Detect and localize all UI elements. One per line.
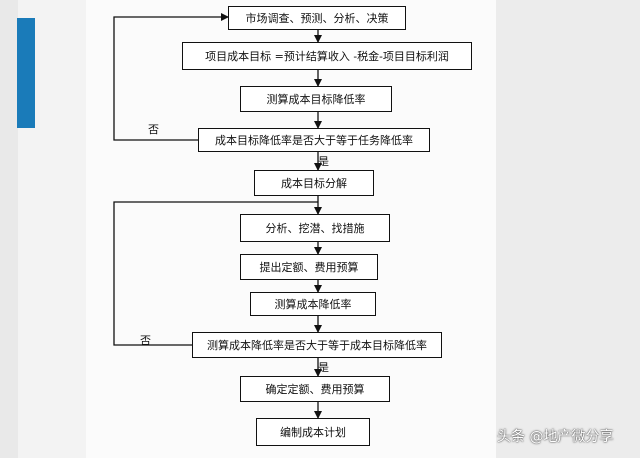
step-confirm-budget: 确定定额、费用预算 xyxy=(240,376,390,402)
left-background-band xyxy=(0,0,18,458)
blue-accent-bar xyxy=(17,18,35,128)
step-analysis-measures: 分析、挖潜、找措施 xyxy=(240,214,390,242)
step-quota-budget: 提出定额、费用预算 xyxy=(240,254,378,280)
step-market-research: 市场调查、预测、分析、决策 xyxy=(228,6,406,30)
step-calc-cost-reduction: 测算成本降低率 xyxy=(250,292,376,316)
yes-label-2: 是 xyxy=(318,361,329,374)
loop-no-2 xyxy=(113,201,318,346)
step-project-cost-target: 项目成本目标 =预计结算收入 -税金-项目目标利润 xyxy=(182,42,472,70)
right-background-pane xyxy=(496,0,640,458)
yes-label-1: 是 xyxy=(318,155,329,168)
decision-cost-vs-target: 测算成本降低率是否大于等于成本目标降低率 xyxy=(192,332,442,358)
loop-no-1 xyxy=(113,13,229,141)
step-cost-target-breakdown: 成本目标分解 xyxy=(254,170,374,196)
no-label-2: 否 xyxy=(140,334,151,347)
decision-target-vs-task: 成本目标降低率是否大于等于任务降低率 xyxy=(198,128,430,152)
step-calc-target-reduction: 测算成本目标降低率 xyxy=(240,86,392,112)
watermark: 头条 @地产微分享 xyxy=(497,429,614,445)
step-compile-cost-plan: 编制成本计划 xyxy=(256,418,370,446)
no-label-1: 否 xyxy=(148,123,159,136)
